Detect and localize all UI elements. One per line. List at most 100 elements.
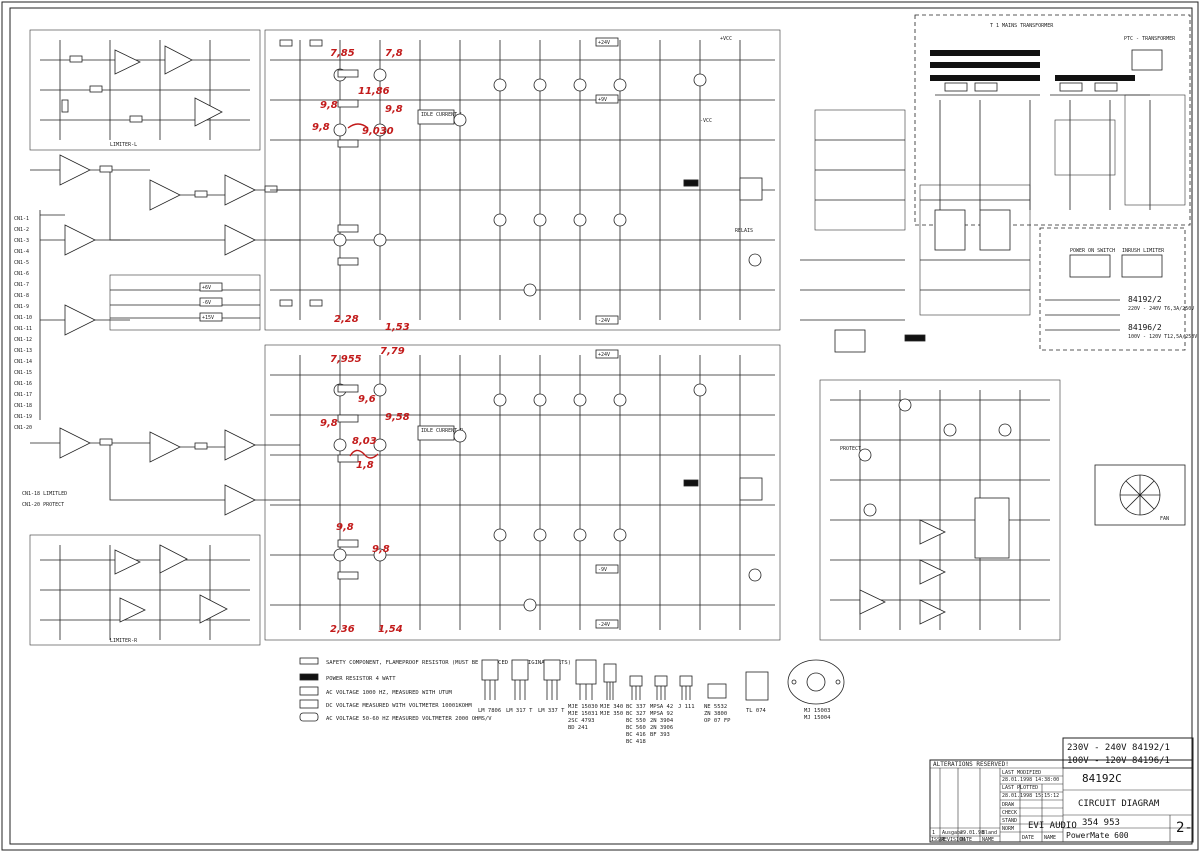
variant-b-label: 84196/2	[1128, 323, 1162, 332]
limiter-r-label: LIMITER-R	[110, 638, 138, 644]
variant-a-text: 220V - 240V T6,3A/250V	[1128, 306, 1194, 312]
rail-label: +24V	[598, 40, 610, 46]
package-variant: MJE 15031	[568, 711, 598, 717]
package-name: MJE 15030	[568, 704, 598, 710]
opamp-ic-7	[119, 597, 146, 623]
title-block-frame	[929, 759, 1194, 843]
protect-label: PROTECT	[840, 446, 861, 452]
rail-label: -24V	[598, 318, 610, 324]
transistor	[493, 78, 507, 92]
rev-cell: Bland	[982, 830, 997, 836]
package-variant: 2SC 4793	[568, 718, 595, 724]
resistor	[61, 99, 69, 113]
rail-box	[337, 224, 359, 233]
package-leads	[484, 680, 496, 700]
annotation: 9,8	[320, 418, 338, 429]
connector-label: CN1-6	[14, 271, 29, 277]
transistor	[333, 438, 347, 452]
rail-box	[337, 454, 359, 463]
transistor	[533, 213, 547, 227]
connector-label: CN1-3	[14, 238, 29, 244]
package-variant: OP 07 FP	[704, 718, 731, 724]
rev-cell: Ausgabe	[942, 830, 963, 836]
measurement-annotations: 7,85 7,8 11,86 9,8 9,8 9,030 9,8 2,28 1,…	[312, 48, 410, 635]
rail-box	[337, 571, 359, 580]
transistor	[373, 383, 387, 397]
alterations-header: ALTERATIONS RESERVED!	[933, 761, 1009, 768]
to220-package	[511, 659, 529, 681]
rev-cell: 1	[932, 830, 935, 836]
meta-label: LAST MODIFIED	[1002, 770, 1041, 776]
connector-cn1: CN1-1 CN1-2 CN1-3 CN1-4 CN1-5 CN1-6 CN1-…	[14, 216, 32, 431]
package-leads	[606, 682, 614, 700]
annotation: 9,8	[320, 100, 338, 111]
package-variant: BC 560	[626, 725, 646, 731]
package-name: MJ 15003	[804, 708, 831, 714]
resistor	[194, 442, 208, 450]
switch-block	[1054, 119, 1116, 176]
opamp-input-a	[64, 224, 96, 256]
transistor	[493, 393, 507, 407]
annotation: 9,8	[336, 522, 354, 533]
rail-box	[595, 564, 619, 574]
rail-box	[595, 349, 619, 359]
opamp-tl074-c	[919, 599, 946, 625]
title-block: 230V - 240V 84192/1 100V - 120V 84196/1 …	[929, 737, 1194, 843]
drawing-border	[9, 7, 1193, 845]
rail-label: -9V	[598, 567, 607, 573]
transistor	[943, 423, 957, 437]
idle-current-l-box	[417, 109, 455, 125]
idle-current-r-box	[417, 425, 455, 441]
transistor	[613, 528, 627, 542]
winding-box	[974, 82, 998, 92]
package-variant: BC 416	[626, 732, 646, 738]
transistor	[523, 598, 537, 612]
legend-item: AC VOLTAGE 50-60 HZ MEASURED VOLTMETER 2…	[326, 716, 492, 722]
voltage-line: 230V - 240V 84192/1	[1067, 743, 1170, 753]
amp-r-vertical-wires	[299, 355, 741, 630]
annotation: 8,03	[352, 436, 377, 447]
rail-label: +24V	[598, 352, 610, 358]
regulator-ic	[934, 209, 966, 251]
legend: SAFETY COMPONENT, FLAMEPROOF RESISTOR (M…	[299, 657, 571, 722]
legend-symbol	[299, 712, 319, 722]
legend-symbol	[299, 699, 319, 709]
transistor	[748, 568, 762, 582]
connector-label: CN1-7	[14, 282, 29, 288]
idle-current-r-label: IDLE CURRENT R	[421, 428, 464, 434]
name-row: CHECK	[1002, 810, 1017, 816]
opamp-ic-1	[114, 49, 141, 75]
rail-box	[337, 139, 359, 148]
sheet-index: 2-	[1176, 820, 1193, 836]
power-supply-section: T 1 MAINS TRANSFORMER PTC - TRANSFORMER …	[800, 14, 1197, 353]
mains-transformer-label: T 1 MAINS TRANSFORMER	[990, 23, 1054, 29]
annotation: 1,8	[356, 460, 374, 471]
transistor	[573, 393, 587, 407]
regulator-ic	[834, 329, 866, 353]
power-switch-box	[1069, 254, 1111, 278]
legend-item: POWER RESISTOR 4 WATT	[326, 676, 396, 682]
opamp-input-b	[64, 304, 96, 336]
annotation: 2,28	[334, 314, 359, 325]
legend-item: DC VOLTAGE MEASURED WITH VOLTMETER 10001…	[326, 703, 472, 709]
transistor	[373, 233, 387, 247]
annotation: 11,86	[358, 86, 390, 97]
package-name: MJE 340	[600, 704, 623, 710]
package-leads	[546, 680, 558, 700]
resistor	[99, 165, 113, 173]
relay-box	[739, 477, 763, 501]
opamp-ic-5	[159, 544, 188, 574]
regulator-ic	[979, 209, 1011, 251]
connector-label: CN1-9	[14, 304, 29, 310]
connector-label: CN1-8	[14, 293, 29, 299]
rail-box	[337, 539, 359, 548]
package-name: TL 074	[746, 708, 767, 714]
fan-label: FAN	[1160, 516, 1169, 522]
winding-box	[1059, 82, 1083, 92]
transistor	[533, 78, 547, 92]
annotation: 7,8	[385, 48, 403, 59]
rev-header: DATE	[960, 837, 972, 843]
annotation: 7,85	[330, 48, 355, 59]
name-row: NORM	[1002, 826, 1014, 832]
package-name: MPSA 42	[650, 704, 673, 710]
